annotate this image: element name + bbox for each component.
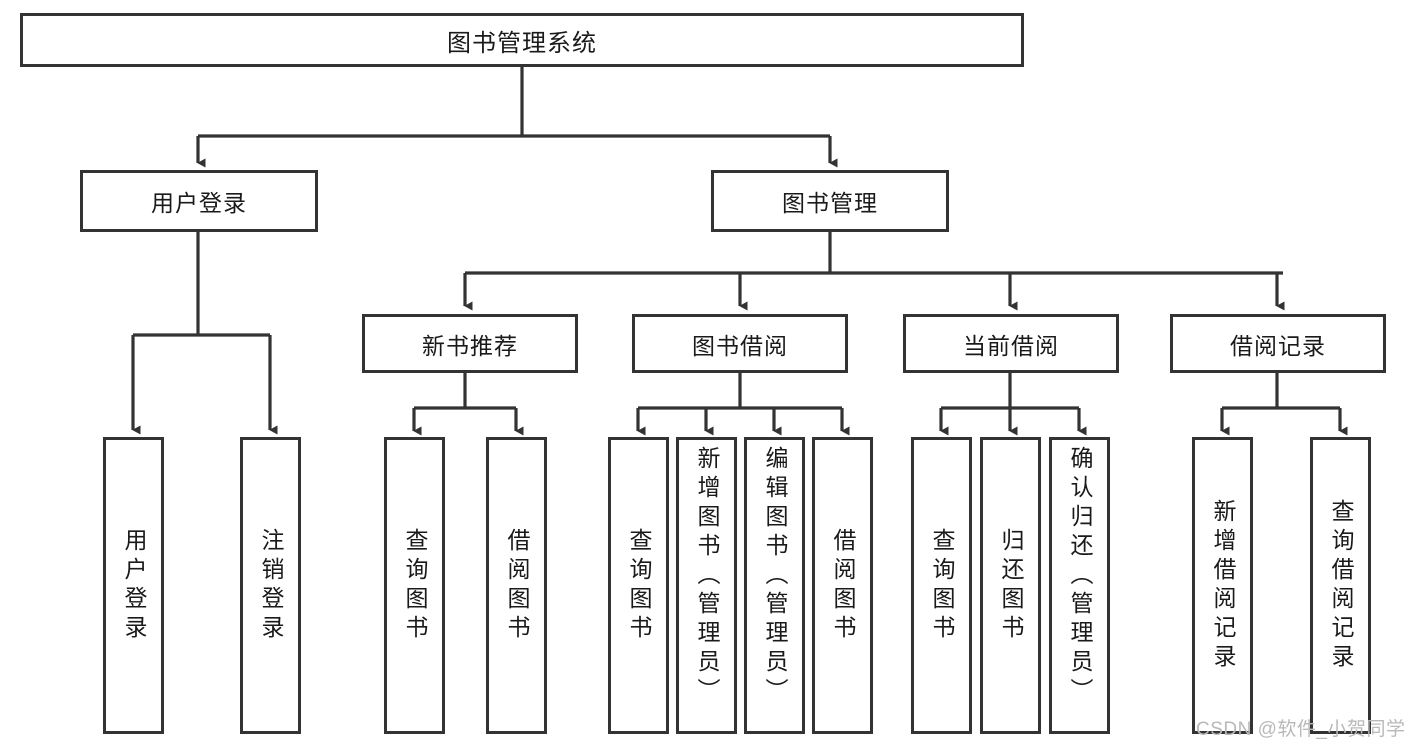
node-leaf-return-book-label: 归还图书 (998, 527, 1024, 644)
node-leaf-query-book-3-label: 查询图书 (929, 527, 955, 644)
node-book-borrow-label: 图书借阅 (692, 332, 788, 359)
node-leaf-confirm-return-label: 确认归还（管理员） (1067, 446, 1093, 707)
node-book-borrow[interactable]: 图书借阅 (632, 314, 848, 373)
node-new-book-recommend-label: 新书推荐 (422, 332, 518, 359)
node-new-book-recommend[interactable]: 新书推荐 (362, 314, 578, 373)
node-leaf-query-record-label: 查询借阅记录 (1328, 498, 1354, 673)
node-current-borrow-label: 当前借阅 (963, 332, 1059, 359)
node-borrow-record-label: 借阅记录 (1230, 332, 1326, 359)
node-leaf-borrow-book-1[interactable]: 借阅图书 (486, 437, 547, 734)
node-leaf-query-book-1[interactable]: 查询图书 (384, 437, 445, 734)
node-root[interactable]: 图书管理系统 (20, 13, 1024, 67)
watermark-text: CSDN @软件_小贺同学 (1196, 719, 1405, 740)
node-leaf-confirm-return[interactable]: 确认归还（管理员） (1049, 437, 1110, 734)
node-root-label: 图书管理系统 (447, 29, 597, 57)
node-leaf-add-book[interactable]: 新增图书（管理员） (676, 437, 737, 734)
node-book-management-label: 图书管理 (782, 190, 878, 216)
node-leaf-query-book-2[interactable]: 查询图书 (608, 437, 669, 734)
node-leaf-query-book-2-label: 查询图书 (626, 527, 652, 644)
node-leaf-query-book-1-label: 查询图书 (402, 527, 428, 644)
node-leaf-edit-book-label: 编辑图书（管理员） (762, 446, 788, 707)
node-user-login-label: 用户登录 (151, 190, 247, 216)
node-leaf-user-login[interactable]: 用户登录 (103, 437, 164, 734)
node-leaf-logout-login-label: 注销登录 (258, 527, 284, 644)
node-borrow-record[interactable]: 借阅记录 (1170, 314, 1386, 373)
node-leaf-return-book[interactable]: 归还图书 (980, 437, 1041, 734)
node-leaf-logout-login[interactable]: 注销登录 (240, 437, 301, 734)
node-user-login[interactable]: 用户登录 (80, 170, 318, 232)
node-leaf-query-record[interactable]: 查询借阅记录 (1310, 437, 1371, 734)
node-leaf-add-record[interactable]: 新增借阅记录 (1192, 437, 1253, 734)
node-leaf-add-record-label: 新增借阅记录 (1210, 498, 1236, 673)
node-leaf-edit-book[interactable]: 编辑图书（管理员） (744, 437, 805, 734)
node-book-management[interactable]: 图书管理 (711, 170, 949, 232)
node-leaf-borrow-book-2[interactable]: 借阅图书 (812, 437, 873, 734)
node-leaf-borrow-book-2-label: 借阅图书 (830, 527, 856, 644)
node-leaf-add-book-label: 新增图书（管理员） (694, 446, 720, 707)
node-leaf-user-login-label: 用户登录 (121, 527, 147, 644)
node-current-borrow[interactable]: 当前借阅 (903, 314, 1119, 373)
node-leaf-query-book-3[interactable]: 查询图书 (911, 437, 972, 734)
node-leaf-borrow-book-1-label: 借阅图书 (504, 527, 530, 644)
